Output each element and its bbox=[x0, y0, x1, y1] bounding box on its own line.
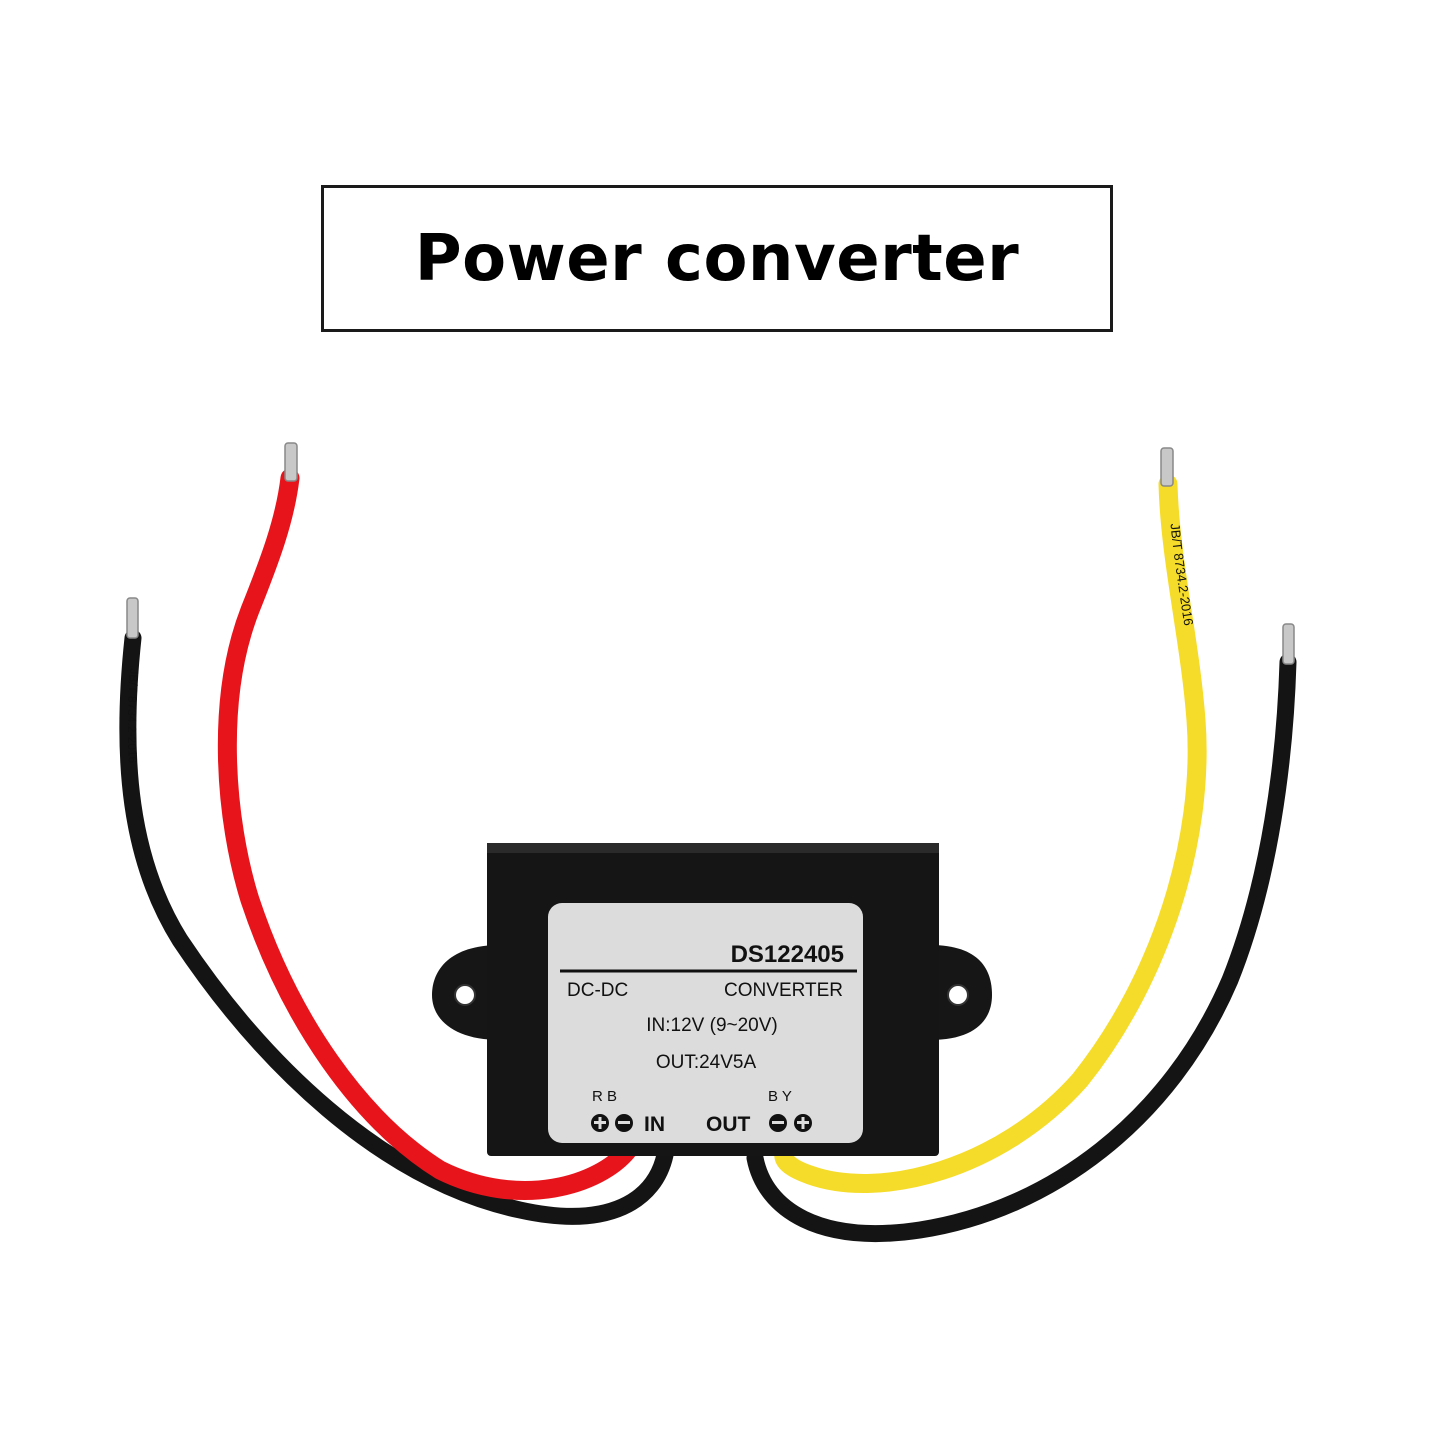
negative-icon bbox=[615, 1114, 633, 1132]
left-black-wire bbox=[119, 629, 674, 1225]
output-label: OUT bbox=[706, 1113, 751, 1136]
positive-icon bbox=[794, 1114, 812, 1132]
label-input-spec: IN:12V (9~20V) bbox=[646, 1015, 778, 1036]
converter-label bbox=[548, 903, 863, 1143]
positive-icon bbox=[591, 1114, 609, 1132]
yellow-wire bbox=[774, 474, 1207, 1193]
left-mount-hole bbox=[454, 984, 476, 1006]
right-mount-hole bbox=[947, 984, 969, 1006]
red-wire bbox=[217, 468, 638, 1200]
red-wire-tip bbox=[284, 442, 298, 482]
label-type-right: CONVERTER bbox=[724, 980, 843, 1001]
left-black-wire-tip bbox=[126, 597, 139, 639]
negative-icon bbox=[769, 1114, 787, 1132]
model-number: DS122405 bbox=[731, 941, 844, 968]
label-output-spec: OUT:24V5A bbox=[656, 1052, 757, 1073]
input-wire-letters: R B bbox=[592, 1088, 617, 1105]
page-title: Power converter bbox=[414, 221, 1020, 296]
wire-tips bbox=[126, 442, 1295, 665]
wires bbox=[119, 468, 1297, 1242]
right-black-wire bbox=[746, 653, 1297, 1242]
mounting-ears bbox=[432, 945, 992, 1040]
yellow-wire-tip bbox=[1160, 447, 1174, 487]
title-box: Power converter bbox=[321, 185, 1113, 332]
label-type-left: DC-DC bbox=[567, 980, 628, 1001]
black-wire-print: JB/T 8734.2-2016 bbox=[125, 668, 141, 764]
input-label: IN bbox=[644, 1113, 665, 1136]
output-wire-letters: B Y bbox=[768, 1088, 792, 1105]
right-black-wire-tip bbox=[1282, 623, 1295, 665]
